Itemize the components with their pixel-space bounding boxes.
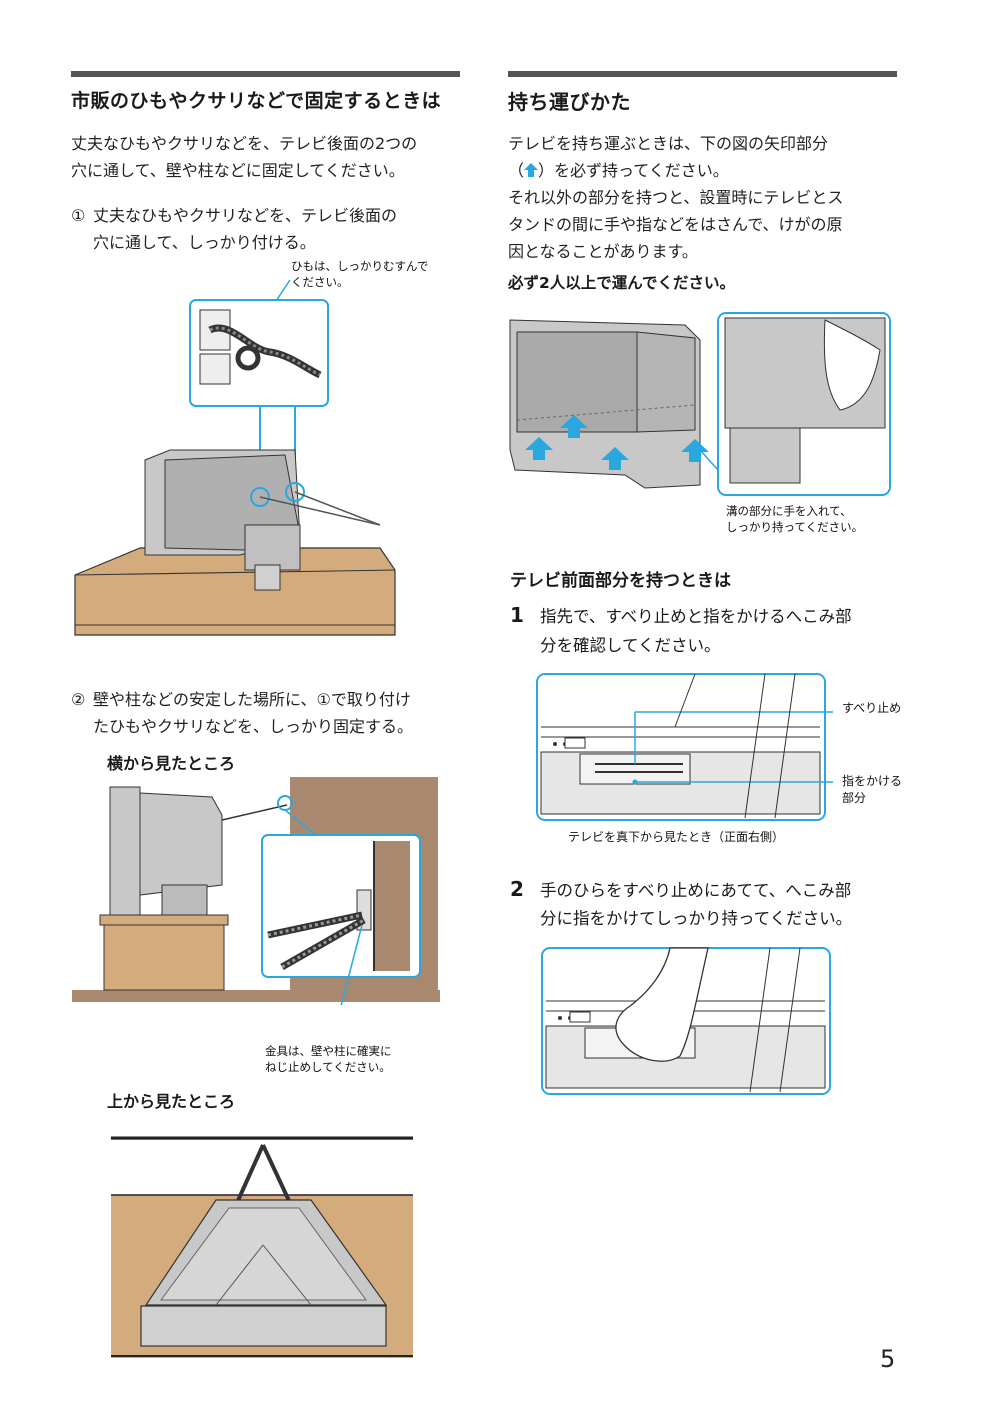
bottom-view-illustration — [536, 673, 833, 821]
left-section-heading: 市販のひもやクサリなどで固定するときは — [71, 90, 442, 112]
hand-hold-illustration — [541, 947, 831, 1095]
knot-note-line-2: ください。 — [291, 275, 349, 289]
step1-marker: ① — [71, 206, 86, 225]
left-step2-line-2: たひもやクサリなどを、しっかり固定する。 — [93, 717, 414, 736]
right-heading-rule — [508, 71, 897, 77]
front-holding-heading: テレビ前面部分を持つときは — [510, 571, 731, 591]
right-step2-line-1: 手のひらをすべり止めにあてて、へこみ部 — [540, 881, 852, 900]
left-heading-rule — [71, 71, 460, 77]
side-view-label: 横から見たところ — [107, 754, 236, 773]
step-1-number: 1 — [510, 603, 524, 627]
right-para-line-1: テレビを持ち運ぶときは、下の図の矢印部分 — [508, 134, 829, 153]
tv-rope-illustration — [74, 280, 396, 636]
right-para-line-2: （ ）を必ず持ってください。 — [508, 158, 729, 184]
left-intro-line-1: 丈夫なひもやクサリなどを、テレビ後面の2つの — [71, 134, 418, 153]
right-para-line-5: 因となることがあります。 — [508, 242, 698, 261]
left-intro-line-2: 穴に通して、壁や柱などに固定してください。 — [71, 161, 405, 180]
left-step2-line-1: 壁や柱などの安定した場所に、①で取り付け — [93, 690, 411, 709]
right-para-line-2-pre: （ — [508, 161, 525, 180]
right-para-line-4: タンドの間に手や指などをはさんで、けがの原 — [508, 215, 843, 234]
label-finger-line-2: 部分 — [842, 791, 867, 805]
bracket-note-line-2: ねじ止めしてください。 — [265, 1060, 391, 1074]
right-step1-line-1: 指先で、すべり止めと指をかけるへこみ部 — [540, 607, 852, 626]
two-person-warning: 必ず2人以上で運んでください。 — [508, 274, 736, 292]
side-view-illustration — [72, 777, 440, 1005]
left-step1-line-1: 丈夫なひもやクサリなどを、テレビ後面の — [93, 206, 398, 225]
knot-note-line-1: ひもは、しっかりむすんで — [291, 259, 429, 273]
up-arrow-icon — [524, 159, 539, 177]
right-para-line-3: それ以外の部分を持つと、設置時にテレビとス — [508, 188, 844, 207]
right-para-line-2-post: ）を必ず持ってください。 — [538, 161, 729, 180]
page-number: 5 — [880, 1345, 896, 1373]
label-nonslip: すべり止め — [842, 701, 902, 715]
right-step2-line-2: 分に指をかけてしっかり持ってください。 — [540, 909, 853, 928]
top-view-illustration — [111, 1120, 413, 1358]
carry-tv-illustration — [509, 312, 891, 496]
label-finger-line-1: 指をかける — [842, 774, 903, 788]
bottom-view-caption: テレビを真下から見たとき（正面右側） — [568, 830, 785, 844]
groove-note-line-1: 溝の部分に手を入れて、 — [726, 504, 852, 518]
step-2-number: 2 — [510, 877, 524, 901]
top-view-label: 上から見たところ — [107, 1092, 236, 1111]
groove-note-line-2: しっかり持ってください。 — [726, 520, 864, 534]
right-section-heading: 持ち運びかた — [508, 90, 631, 114]
right-step1-line-2: 分を確認してください。 — [540, 636, 721, 655]
bracket-note-line-1: 金具は、壁や柱に確実に — [265, 1044, 392, 1058]
step2-marker: ② — [71, 690, 86, 709]
left-step1-line-2: 穴に通して、しっかり付ける。 — [93, 233, 316, 252]
